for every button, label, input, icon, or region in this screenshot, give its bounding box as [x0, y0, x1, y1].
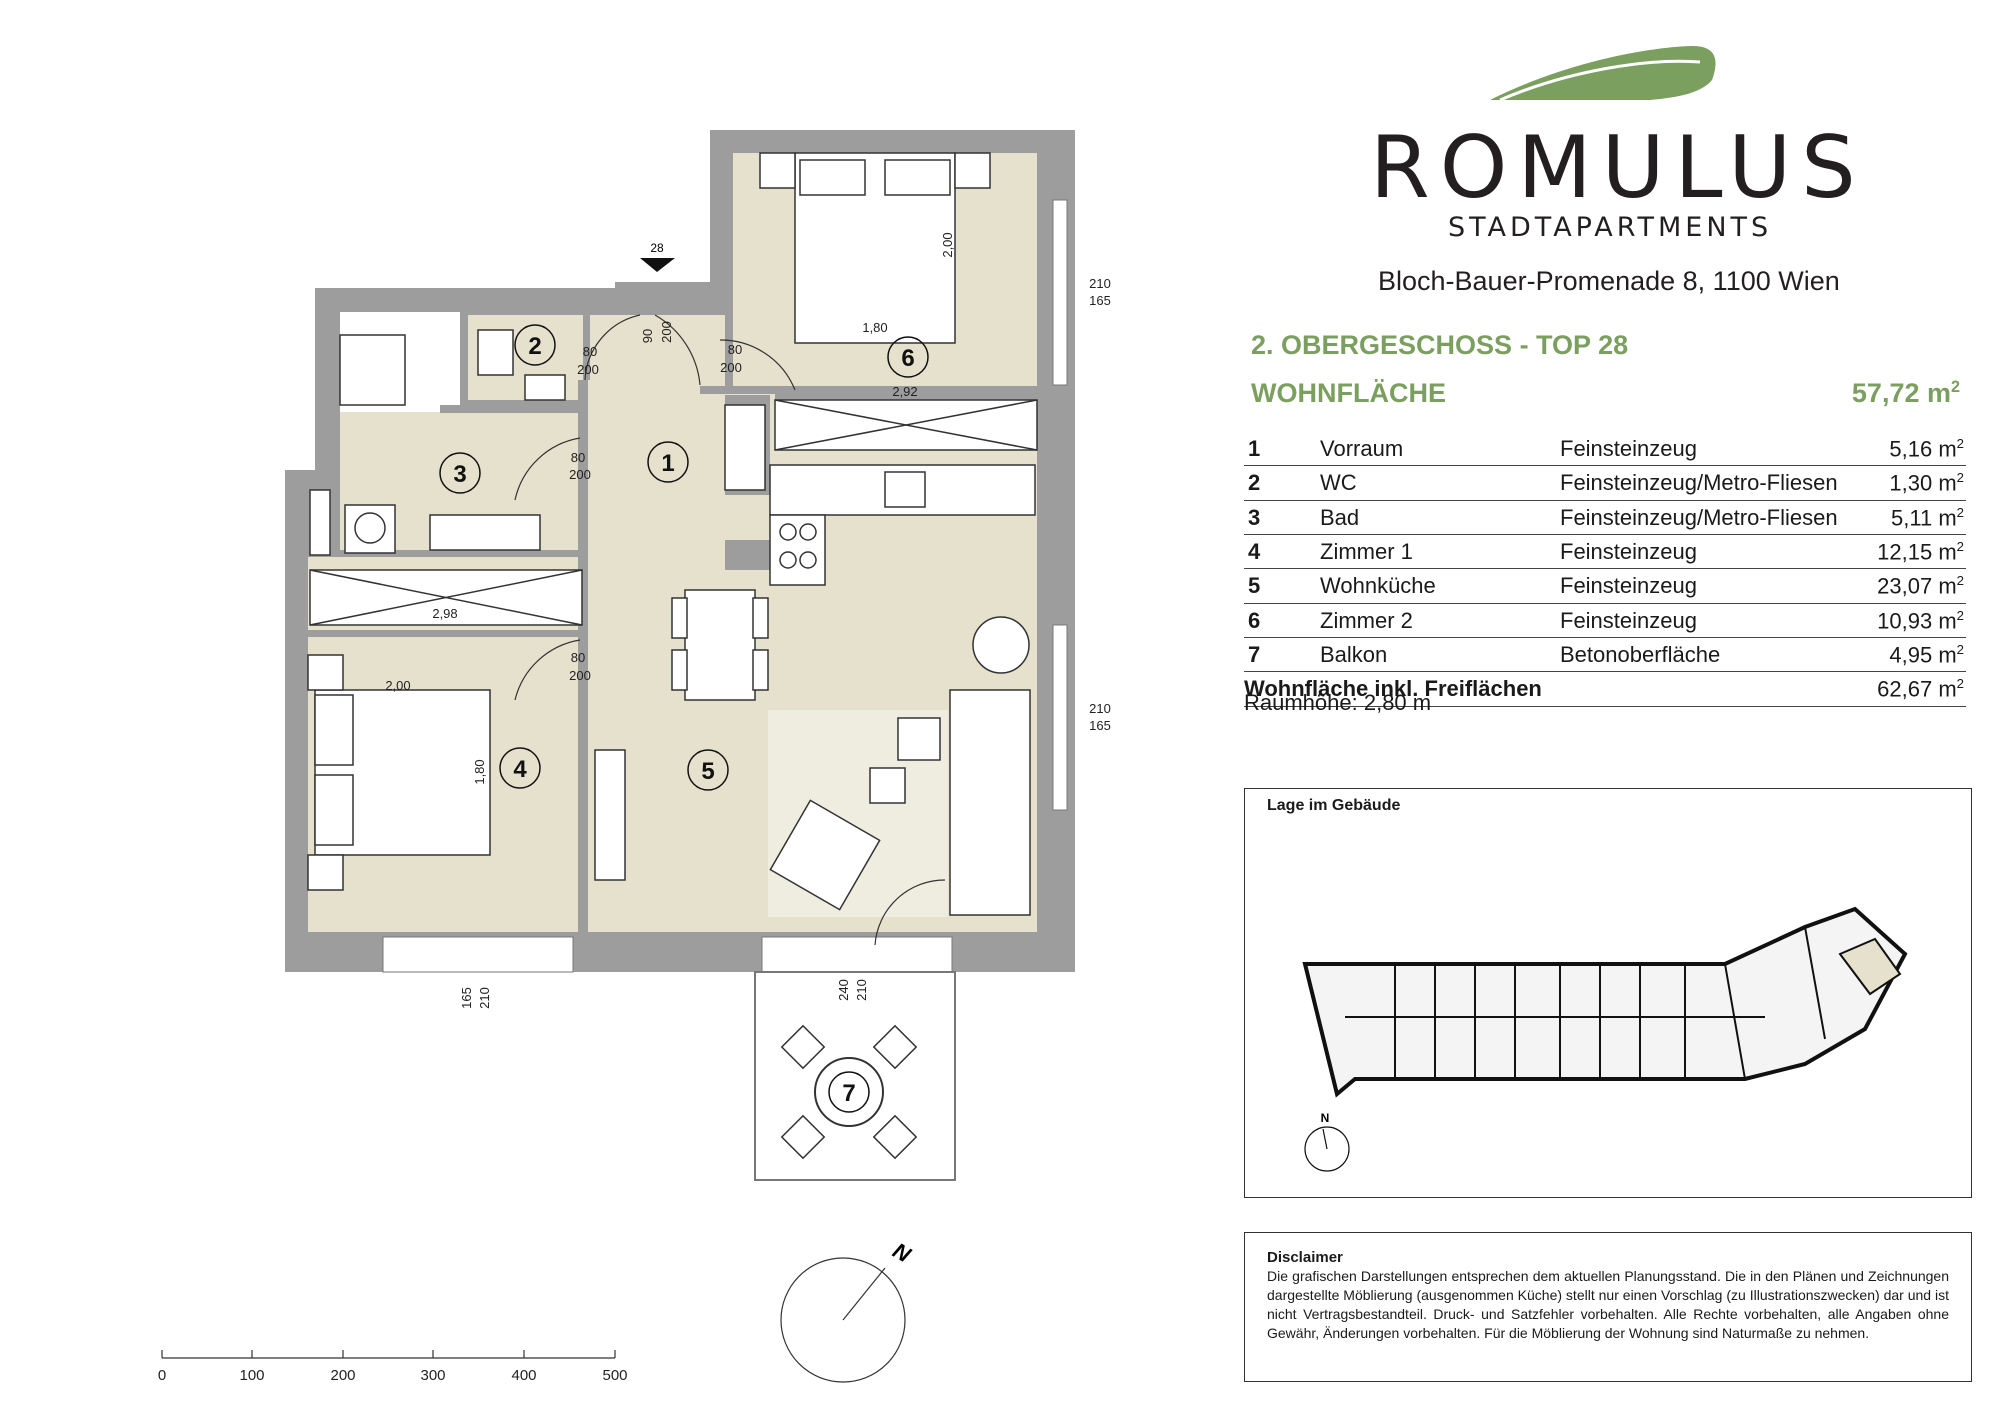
scale-labels: 0 100 200 300 400 500 — [158, 1367, 628, 1384]
room-marker-3: 3 — [453, 461, 466, 488]
dim-win-z1-b: 165 — [459, 987, 474, 1009]
room-marker-1: 1 — [661, 450, 674, 477]
dim-door-entry: 90 — [640, 329, 655, 343]
brand-name: ROMULUS — [1370, 118, 1866, 218]
scale-label: 200 — [330, 1367, 355, 1384]
dim-win-z2-b: 165 — [1089, 293, 1111, 308]
brand-subtitle: STADTAPARTMENTS — [1448, 212, 1773, 243]
dim-door-z2: 80 — [728, 342, 742, 357]
room-marker-7: 7 — [842, 1080, 855, 1107]
room-marker-6: 6 — [901, 345, 914, 372]
dim-door-z1: 80 — [571, 650, 585, 665]
floor-title: 2. OBERGESCHOSS - TOP 28 — [1251, 330, 1629, 360]
room-markers: 6 2 1 3 4 5 7 — [439, 324, 929, 1113]
disclaimer-title: Disclaimer — [1267, 1249, 1343, 1266]
living-area-label: WOHNFLÄCHE — [1251, 378, 1446, 408]
dim-win-liv-h: 210 — [1089, 701, 1111, 716]
room-marker-5: 5 — [701, 758, 714, 785]
dim-win-z1-h: 210 — [477, 987, 492, 1009]
location-panel: Lage im Gebäude N — [1244, 788, 1972, 1198]
dim-balc-door-b: 240 — [836, 979, 851, 1001]
scale-label: 0 — [158, 1367, 166, 1384]
compass-north-label: N — [889, 1238, 916, 1268]
entrance-arrow — [640, 258, 675, 272]
interior-walls — [285, 300, 1037, 940]
dim-bed4-width: 2,00 — [385, 678, 410, 693]
dim-door-z2-h: 200 — [720, 360, 742, 375]
balcony — [754, 971, 956, 1181]
windows — [382, 199, 1068, 973]
disclaimer-text: Die grafischen Darstellungen entsprechen… — [1267, 1268, 1949, 1341]
dim-win-liv-b: 165 — [1089, 718, 1111, 733]
room-marker-4: 4 — [513, 756, 527, 783]
dim-balc-door-h: 210 — [854, 979, 869, 1001]
dim-door-entry-h: 200 — [659, 321, 674, 343]
ceiling-height: Raumhöhe: 2,80 m — [1244, 690, 1432, 715]
dim-wardrobe6: 2,92 — [892, 384, 917, 399]
room-marker-2: 2 — [528, 333, 541, 360]
compass: N — [780, 1238, 916, 1383]
dim-door-wc-h: 200 — [577, 362, 599, 377]
romulus-logo-icon — [1490, 45, 1716, 102]
floor-plan: 28 6 2 1 3 4 5 7 1,80 2,00 2,92 2,00 1,8… — [158, 130, 1111, 1384]
furniture — [307, 152, 1038, 916]
location-title: Lage im Gebäude — [1267, 797, 1401, 814]
dim-win-z2-h: 210 — [1089, 276, 1111, 291]
dim-wardrobe4: 2,98 — [432, 606, 457, 621]
dim-door-z1-h: 200 — [569, 668, 591, 683]
scale-label: 300 — [420, 1367, 445, 1384]
dim-bed6-length: 2,00 — [940, 232, 955, 257]
living-area-value: 57,72 m2 — [1851, 378, 1960, 408]
dim-bed4-length: 1,80 — [472, 759, 487, 784]
scale-bar — [161, 1350, 616, 1359]
dim-bed6-width: 1,80 — [862, 320, 887, 335]
location-north-label: N — [1321, 1111, 1330, 1125]
door-swings — [514, 314, 946, 946]
address: Bloch-Bauer-Promenade 8, 1100 Wien — [1378, 266, 1840, 296]
disclaimer-panel: Disclaimer Die grafischen Darstellungen … — [1244, 1232, 1972, 1382]
scale-label: 100 — [239, 1367, 264, 1384]
dim-door-bad: 80 — [571, 450, 585, 465]
scale-label: 500 — [602, 1367, 627, 1384]
scale-label: 400 — [511, 1367, 536, 1384]
dim-door-bad-h: 200 — [569, 467, 591, 482]
building-plan: N — [1302, 906, 1908, 1172]
dimension-labels: 1,80 2,00 2,92 2,00 1,80 2,98 80 200 90 … — [385, 232, 1111, 1009]
dim-door-wc: 80 — [583, 344, 597, 359]
entrance-number: 28 — [650, 241, 664, 255]
